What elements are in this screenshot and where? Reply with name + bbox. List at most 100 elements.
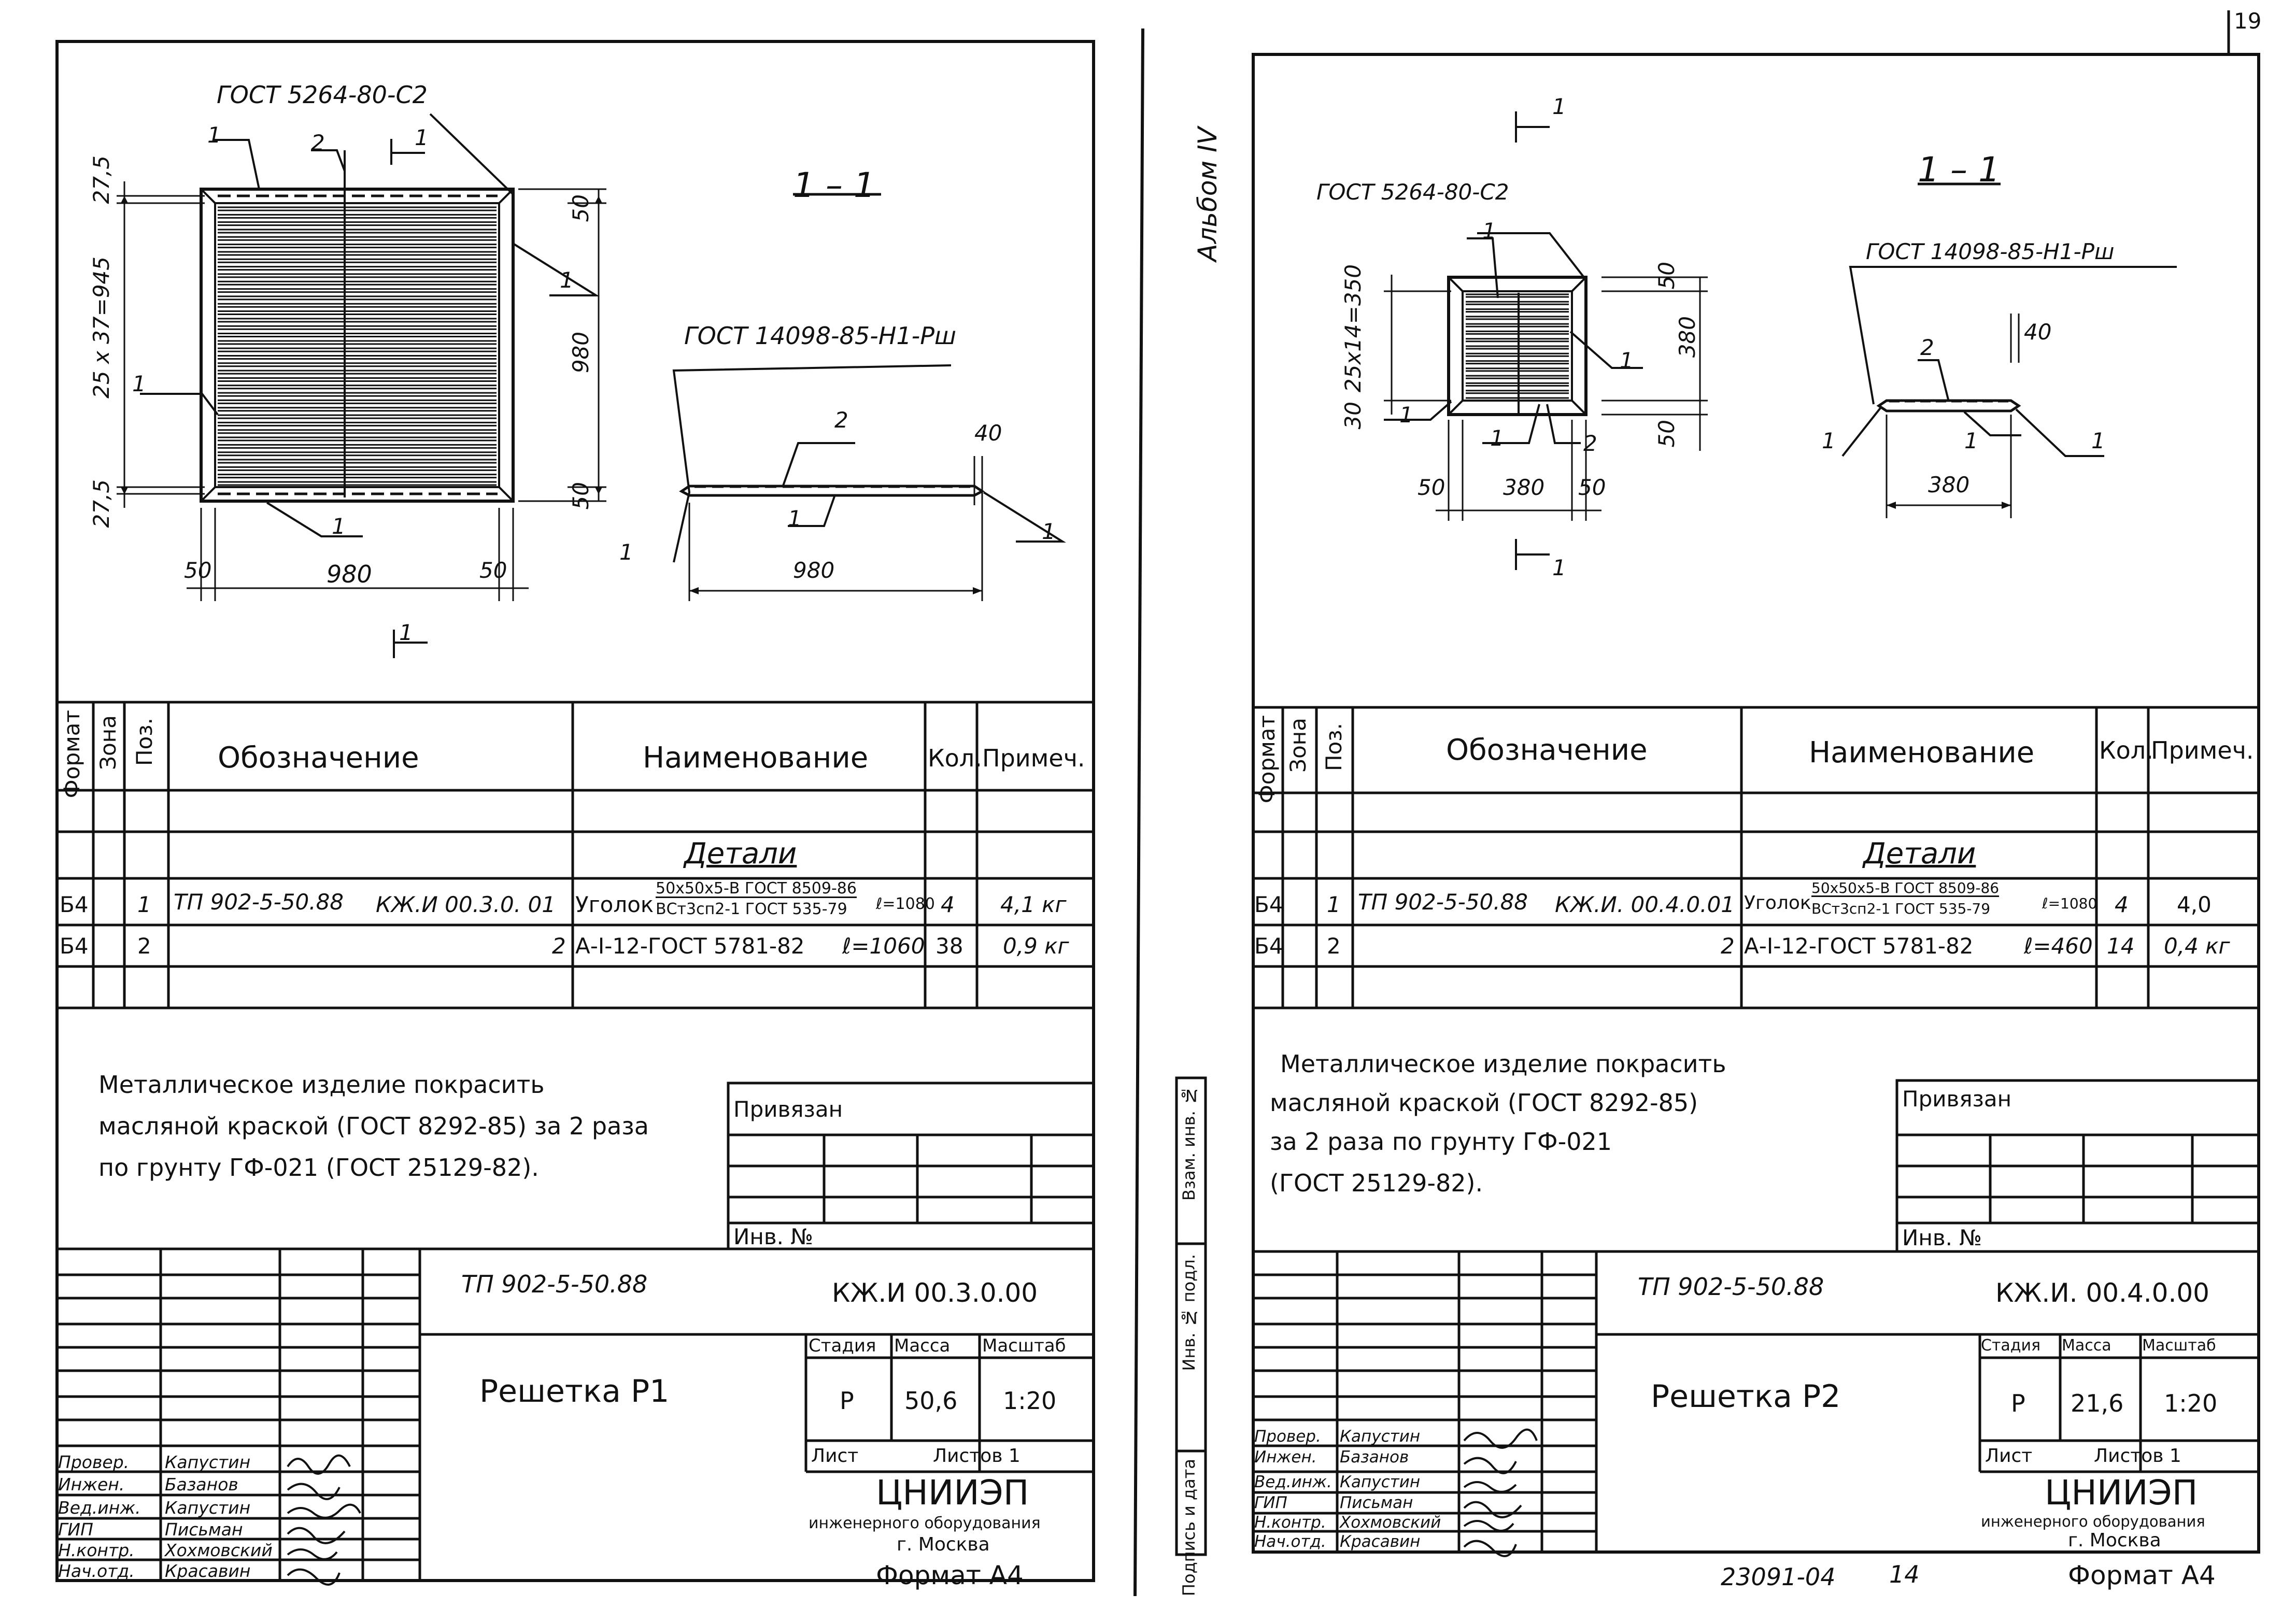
row-frac-bottom: ВСт3сп2-1 ГОСТ 535-79 <box>1811 900 1991 917</box>
person-name: Базанов <box>1340 1448 1409 1467</box>
paint-note-line: Металлическое изделие покрасить <box>98 1071 545 1099</box>
position-label: 2 <box>1920 335 1934 360</box>
role-label: Вед.инж. <box>1254 1473 1332 1491</box>
stamp-label: Подпись и дата <box>1179 1459 1199 1597</box>
signature-mark <box>287 1548 338 1560</box>
left-leaders <box>140 113 600 658</box>
signature-mark <box>287 1483 341 1500</box>
row-qty: 4 <box>2115 892 2129 917</box>
scale-value: 1:20 <box>2164 1389 2218 1417</box>
org-name: ЦНИИЭП <box>2045 1473 2198 1513</box>
person-name: Капустин <box>1340 1473 1421 1491</box>
position-label: 2 <box>834 407 848 433</box>
row-format: Б4 <box>1254 892 1283 917</box>
right-section-1-1 <box>1841 182 2177 518</box>
row-code: 2 <box>1721 933 1735 959</box>
role-label: Н.контр. <box>58 1540 135 1560</box>
row-qty: 38 <box>936 933 963 959</box>
hdr-name: Наименование <box>643 741 869 775</box>
bound-label: Привязан <box>1902 1086 2012 1112</box>
doc-code: КЖ.И 00.3.0.00 <box>832 1278 1038 1308</box>
paint-note-line: по грунту ГФ-021 (ГОСТ 25129-82). <box>98 1154 539 1182</box>
row-length: ℓ=460 <box>2024 933 2093 959</box>
person-name: Капустин <box>1340 1427 1421 1446</box>
row-length: ℓ=1080 <box>876 895 935 913</box>
row-length: ℓ=1080 <box>2042 895 2097 912</box>
org-city: г. Москва <box>2068 1530 2161 1551</box>
position-label: 1 <box>1822 428 1836 453</box>
hdr-name: Наименование <box>1809 736 2035 770</box>
left-title-grid <box>57 1247 1094 1581</box>
position-label: 1 <box>332 514 346 539</box>
row-code: 2 <box>552 933 566 959</box>
left-spec-grid <box>57 701 1094 1009</box>
row-format: Б4 <box>60 892 89 917</box>
row-pos: 1 <box>137 892 151 917</box>
project-number: ТП 902-5-50.88 <box>1638 1273 1824 1301</box>
person-name: Капустин <box>165 1498 251 1518</box>
dim-left: 50 <box>184 558 212 583</box>
hdr-mass: Масса <box>894 1335 951 1356</box>
paint-note-line: масляной краской (ГОСТ 8292-85) <box>1270 1089 1698 1117</box>
sheets-label: Листов 1 <box>933 1445 1021 1467</box>
sheet-format: Формат А4 <box>2068 1560 2216 1590</box>
row-frac-top: 50x50x5-В ГОСТ 8509-86 <box>1811 879 2000 897</box>
stage-value: Р <box>2011 1389 2025 1417</box>
bound-label: Привязан <box>733 1097 843 1122</box>
right-grid-bars <box>1466 293 1569 402</box>
left-section-1-1 <box>672 193 1066 601</box>
dim-width: 380 <box>1503 475 1545 500</box>
row-format: Б4 <box>1254 933 1283 959</box>
dim-bars: 25x14=350 <box>1340 264 1366 393</box>
role-label: Н.контр. <box>1254 1513 1326 1532</box>
signature-mark <box>1463 1540 1517 1557</box>
person-name: Хохмовский <box>165 1540 273 1560</box>
position-label: 2 <box>1583 431 1597 456</box>
row-qty: 4 <box>941 892 955 917</box>
position-label: 1 <box>1482 218 1496 244</box>
person-name: Базанов <box>165 1474 238 1495</box>
position-label: 1 <box>1964 428 1978 453</box>
org-line: инженерного оборудования <box>809 1514 1041 1532</box>
section-mark: 1 <box>415 125 429 150</box>
person-name: Капустин <box>165 1452 251 1472</box>
position-label: 1 <box>1620 348 1634 373</box>
left-grid-plan <box>200 150 515 503</box>
sheets-label: Листов 1 <box>2094 1445 2181 1467</box>
row-qty: 14 <box>2107 933 2135 959</box>
signature-mark <box>287 1568 341 1586</box>
doc-code: КЖ.И. 00.4.0.00 <box>1995 1278 2209 1308</box>
role-label: Провер. <box>1254 1427 1321 1446</box>
page-corner-number: 19 <box>2234 8 2262 34</box>
position-label: 1 <box>2091 428 2105 453</box>
dim-thickness: 40 <box>974 420 1002 446</box>
hdr-scale: Масштаб <box>2142 1336 2216 1355</box>
right-frame <box>1252 53 2260 1554</box>
paint-note-line: масляной краской (ГОСТ 8292-85) за 2 раз… <box>98 1112 649 1140</box>
hdr-stage: Стадия <box>809 1335 876 1356</box>
position-label: 1 <box>207 122 221 148</box>
signature-mark <box>1463 1428 1538 1449</box>
sheet-label: Лист <box>811 1445 859 1467</box>
inv-label: Инв. № <box>1902 1225 1982 1250</box>
mass-value: 21,6 <box>2071 1389 2124 1417</box>
paint-note-line: за 2 раза по грунту ГФ-021 <box>1270 1128 1612 1156</box>
row-pos: 2 <box>1327 933 1341 959</box>
dimension-ticks <box>121 196 2011 594</box>
sheet-format: Формат А4 <box>876 1560 1024 1590</box>
hdr-designation: Обозначение <box>218 741 419 775</box>
position-label: 1 <box>1042 519 1056 544</box>
spec-section-details: Детали <box>1863 837 1976 871</box>
dim-height: 380 <box>1675 316 1700 358</box>
signature-mark <box>287 1527 346 1544</box>
section-mark: 1 <box>399 620 413 645</box>
role-label: ГИП <box>58 1519 93 1540</box>
role-label: Вед.инж. <box>58 1498 141 1518</box>
left-frame <box>55 40 1095 1582</box>
role-label: Нач.отд. <box>1254 1532 1326 1551</box>
dim-left: 50 <box>1418 475 1445 500</box>
paint-note-line: (ГОСТ 25129-82). <box>1270 1169 1483 1197</box>
position-label: 1 <box>1490 425 1504 451</box>
